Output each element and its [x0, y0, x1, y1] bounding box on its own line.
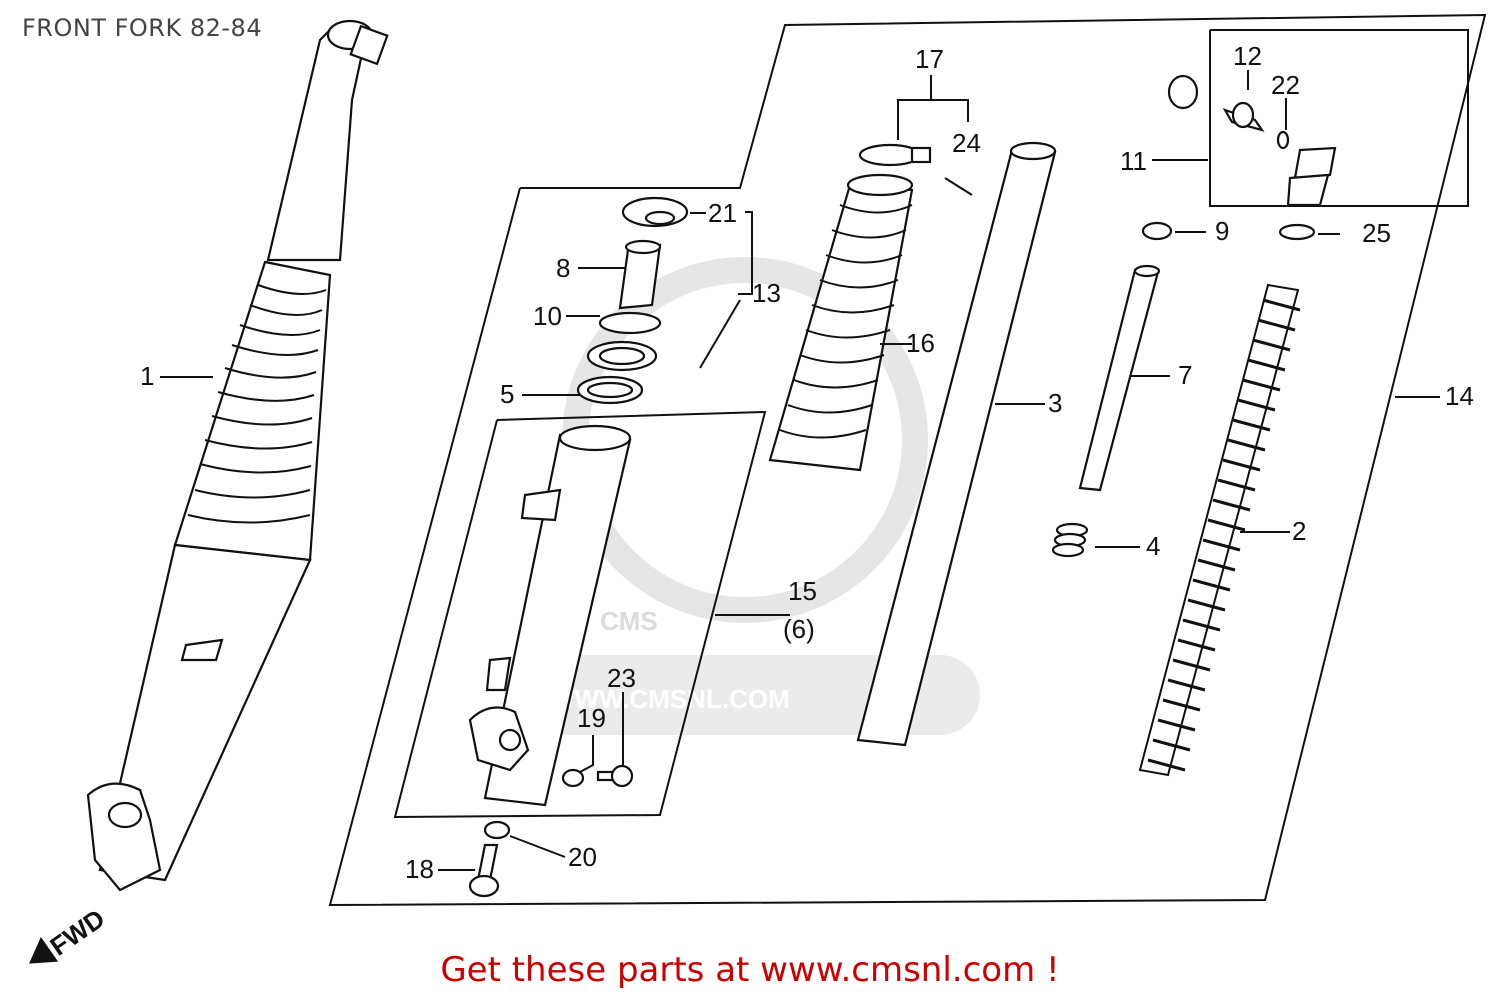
- callout-8: 8: [556, 253, 570, 283]
- fork-bolt-set: [1167, 74, 1337, 207]
- fork-spring: [1138, 283, 1301, 777]
- watermark-logo: CMS: [600, 606, 658, 636]
- bolt-23: [596, 764, 634, 788]
- callout-3: 3: [1048, 388, 1062, 418]
- callout-16: 16: [906, 328, 935, 358]
- slider-frame: [393, 410, 767, 819]
- o-ring-25: [1278, 223, 1316, 241]
- bolt-18: [468, 843, 500, 898]
- callout-15: 15: [788, 576, 817, 606]
- callout-14: 14: [1445, 381, 1474, 411]
- callout-7: 7: [1178, 360, 1192, 390]
- callout-11: 11: [1120, 146, 1147, 176]
- callout-18: 18: [405, 854, 434, 884]
- watermark-url: WWW.CMSNL.COM: [550, 684, 790, 714]
- bolt-frame: [1209, 29, 1469, 207]
- callout-9: 9: [1215, 216, 1229, 246]
- fork-slider: [468, 424, 632, 807]
- callout-20: 20: [568, 842, 597, 872]
- rebound-spring: [1051, 522, 1089, 558]
- callout-23: 23: [607, 663, 636, 693]
- leader-lines: [160, 70, 1440, 871]
- callout-15-qty: (6): [783, 614, 815, 644]
- callout-24: 24: [952, 128, 981, 158]
- callout-21: 21: [708, 198, 737, 228]
- washer-19: [561, 768, 585, 788]
- callout-25: 25: [1362, 218, 1391, 248]
- seal-stack: [576, 196, 689, 405]
- callout-22: 22: [1271, 70, 1300, 100]
- damper-rod: [1078, 264, 1161, 492]
- callout-2: 2: [1292, 516, 1306, 546]
- callout-13: 13: [752, 278, 781, 308]
- promo-link[interactable]: Get these parts at www.cmsnl.com !: [440, 950, 1060, 990]
- outer-frame: [328, 13, 1487, 907]
- callout-1: 1: [140, 361, 154, 391]
- callout-10: 10: [533, 301, 562, 331]
- callout-17: 17: [915, 44, 944, 74]
- fork-assembly: [86, 19, 389, 892]
- callout-5: 5: [500, 379, 514, 409]
- page-title: FRONT FORK 82-84: [22, 14, 263, 42]
- callout-12: 12: [1233, 41, 1262, 71]
- dust-boot: [768, 143, 973, 472]
- nut-9: [1141, 221, 1173, 241]
- callout-19: 19: [577, 703, 606, 733]
- gasket-20: [483, 820, 511, 840]
- callout-4: 4: [1146, 531, 1160, 561]
